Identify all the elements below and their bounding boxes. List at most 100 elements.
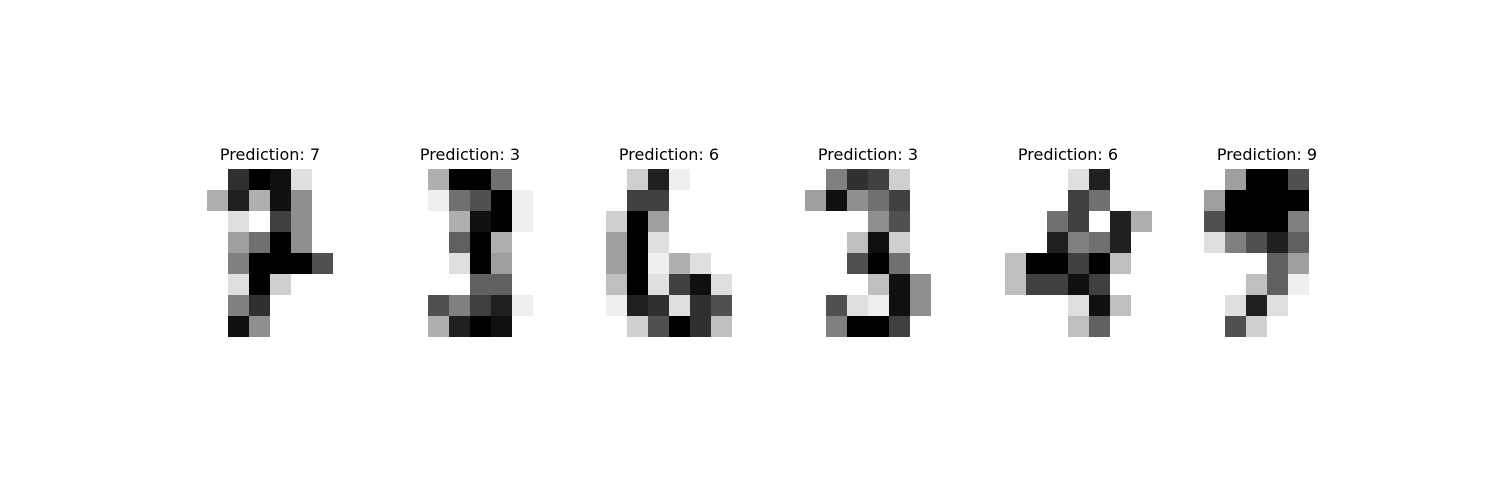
pixel-r6-c7	[1131, 295, 1152, 316]
pixel-r7-c5	[889, 316, 910, 337]
pixel-r1-c3	[648, 190, 669, 211]
pixel-r0-c1	[407, 169, 428, 190]
pixel-r1-c4	[669, 190, 690, 211]
digit-image	[186, 169, 354, 337]
pixel-r0-c3	[847, 169, 868, 190]
pixel-r7-c3	[648, 316, 669, 337]
pixel-r4-c6	[312, 253, 333, 274]
pixel-r7-c5	[690, 316, 711, 337]
pixel-r2-c5	[1288, 211, 1309, 232]
pixel-r3-c5	[889, 232, 910, 253]
pixel-r7-c2	[428, 316, 449, 337]
pixel-r2-c3	[1047, 211, 1068, 232]
pixel-r7-c5	[291, 316, 312, 337]
pixel-r1-c6	[1309, 190, 1330, 211]
pixel-r6-c3	[249, 295, 270, 316]
pixel-r2-c5	[889, 211, 910, 232]
pixel-r7-c3	[249, 316, 270, 337]
pixel-r7-c7	[1131, 316, 1152, 337]
pixel-r4-c2	[826, 253, 847, 274]
pixel-r3-c3	[1047, 232, 1068, 253]
pixel-r1-c6	[910, 190, 931, 211]
pixel-r7-c0	[784, 316, 805, 337]
pixel-r2-c5	[690, 211, 711, 232]
pixel-r1-c6	[1110, 190, 1131, 211]
pixel-r7-c7	[533, 316, 554, 337]
pixel-r6-c0	[186, 295, 207, 316]
pixel-r1-c5	[889, 190, 910, 211]
pixel-r2-c3	[1246, 211, 1267, 232]
pixel-r5-c5	[690, 274, 711, 295]
pixel-r1-c1	[407, 190, 428, 211]
pixel-r1-c7	[533, 190, 554, 211]
pixel-r0-c0	[386, 169, 407, 190]
pixel-r5-c0	[585, 274, 606, 295]
pixel-r2-c6	[312, 211, 333, 232]
pixel-r3-c2	[228, 232, 249, 253]
pixel-r5-c6	[711, 274, 732, 295]
pixel-r5-c2	[1026, 274, 1047, 295]
pixel-r1-c7	[931, 190, 952, 211]
pixel-r2-c4	[1267, 211, 1288, 232]
pixel-r0-c4	[669, 169, 690, 190]
pixel-r2-c1	[1204, 211, 1225, 232]
pixel-r5-c6	[1309, 274, 1330, 295]
pixel-r1-c1	[606, 190, 627, 211]
pixel-r0-c2	[627, 169, 648, 190]
pixel-r7-c4	[669, 316, 690, 337]
pixel-r7-c2	[826, 316, 847, 337]
pixel-r0-c3	[449, 169, 470, 190]
pixel-r4-c3	[449, 253, 470, 274]
pixel-r1-c3	[1246, 190, 1267, 211]
pixel-r6-c6	[711, 295, 732, 316]
pixel-r6-c5	[690, 295, 711, 316]
pixel-r7-c4	[270, 316, 291, 337]
pixel-r3-c4	[669, 232, 690, 253]
pixel-r6-c4	[1267, 295, 1288, 316]
pixel-r3-c1	[805, 232, 826, 253]
pixel-r3-c3	[249, 232, 270, 253]
pixel-r4-c2	[1225, 253, 1246, 274]
digit-panel-4: Prediction: 3	[784, 145, 952, 337]
panel-title: Prediction: 9	[1216, 145, 1318, 164]
pixel-r5-c5	[1089, 274, 1110, 295]
pixel-r3-c5	[1089, 232, 1110, 253]
pixel-r1-c0	[984, 190, 1005, 211]
pixel-r5-c4	[1267, 274, 1288, 295]
pixel-r0-c2	[228, 169, 249, 190]
pixel-r7-c7	[931, 316, 952, 337]
pixel-r2-c4	[669, 211, 690, 232]
pixel-r3-c2	[1225, 232, 1246, 253]
pixel-r1-c4	[270, 190, 291, 211]
pixel-r2-c3	[847, 211, 868, 232]
pixel-r3-c3	[648, 232, 669, 253]
pixel-r2-c0	[186, 211, 207, 232]
pixel-r6-c3	[449, 295, 470, 316]
pixel-r5-c1	[805, 274, 826, 295]
pixel-r3-c7	[1330, 232, 1351, 253]
pixel-r2-c7	[732, 211, 753, 232]
pixel-r5-c1	[606, 274, 627, 295]
pixel-r6-c1	[1204, 295, 1225, 316]
pixel-r3-c7	[533, 232, 554, 253]
pixel-r5-c4	[270, 274, 291, 295]
pixel-r6-c3	[1246, 295, 1267, 316]
pixel-r5-c6	[910, 274, 931, 295]
pixel-r5-c6	[512, 274, 533, 295]
pixel-r4-c1	[1204, 253, 1225, 274]
pixel-r1-c3	[249, 190, 270, 211]
pixel-r4-c4	[868, 253, 889, 274]
pixel-r1-c6	[711, 190, 732, 211]
pixel-r7-c0	[1183, 316, 1204, 337]
pixel-r2-c2	[228, 211, 249, 232]
pixel-r6-c0	[1183, 295, 1204, 316]
pixel-r2-c6	[1110, 211, 1131, 232]
pixel-r0-c0	[784, 169, 805, 190]
pixel-r7-c5	[491, 316, 512, 337]
pixel-r4-c1	[207, 253, 228, 274]
pixel-r6-c0	[386, 295, 407, 316]
pixel-r4-c6	[711, 253, 732, 274]
panel-title: Prediction: 6	[618, 145, 720, 164]
digit-image	[984, 169, 1152, 337]
